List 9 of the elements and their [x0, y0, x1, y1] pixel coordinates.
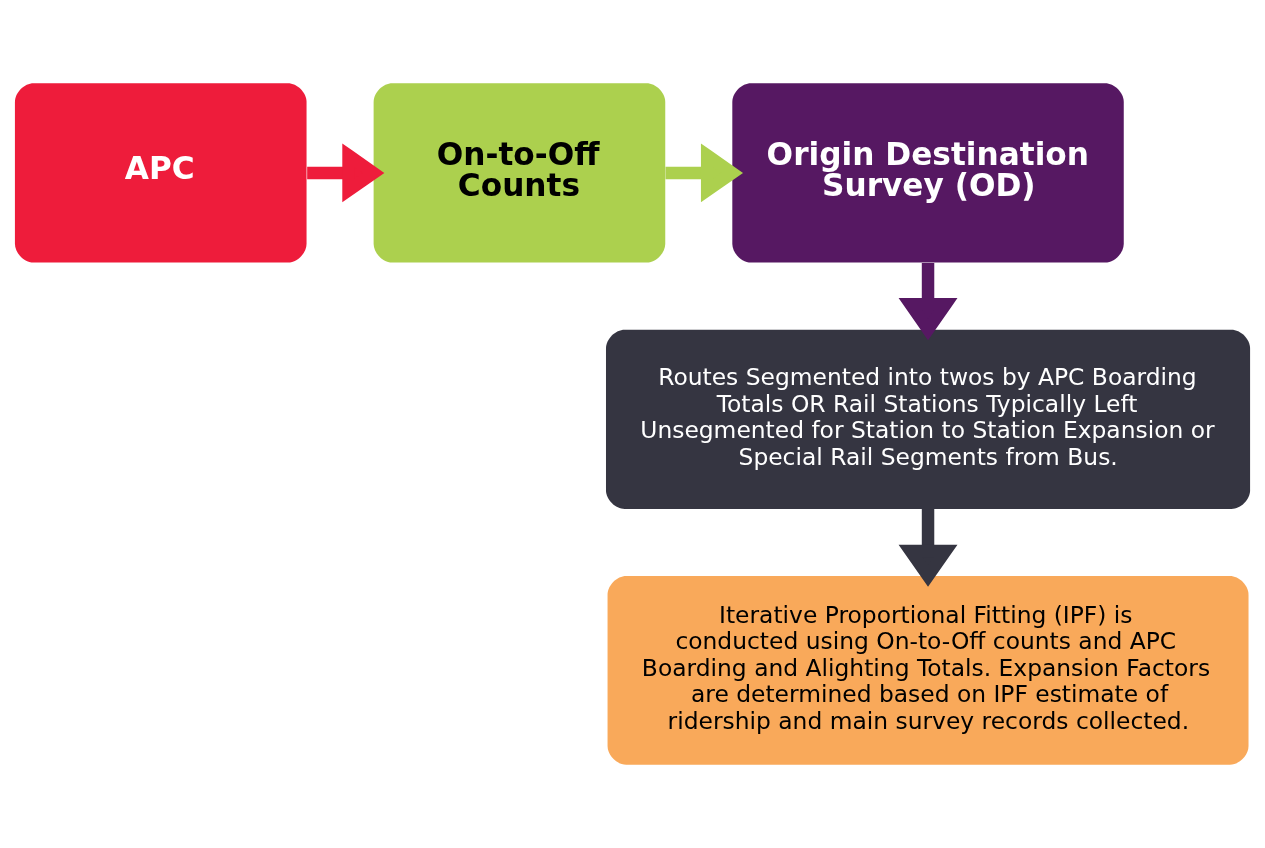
arrow [898, 509, 958, 587]
arrow [307, 143, 385, 203]
node-box: Iterative Proportional Fitting (IPF) is conducted using On-to-Off counts and APC Boarding and Alighting Totals. Expansion Factors are determined based on IPF estimate of ridership and main survey records collected. [607, 576, 1249, 765]
node-box: On-to-Off Counts [373, 83, 666, 263]
node-box: Origin Destination Survey (OD) [732, 83, 1124, 263]
arrow [898, 263, 958, 341]
arrow [665, 143, 744, 203]
node-box: Routes Segmented into twos by APC Boarding Totals OR Rail Stations Typically Left Unsegmented for Station to Station Expansion or Special Rail Segments from Bus. [606, 329, 1251, 509]
node-box: APC [14, 83, 307, 263]
